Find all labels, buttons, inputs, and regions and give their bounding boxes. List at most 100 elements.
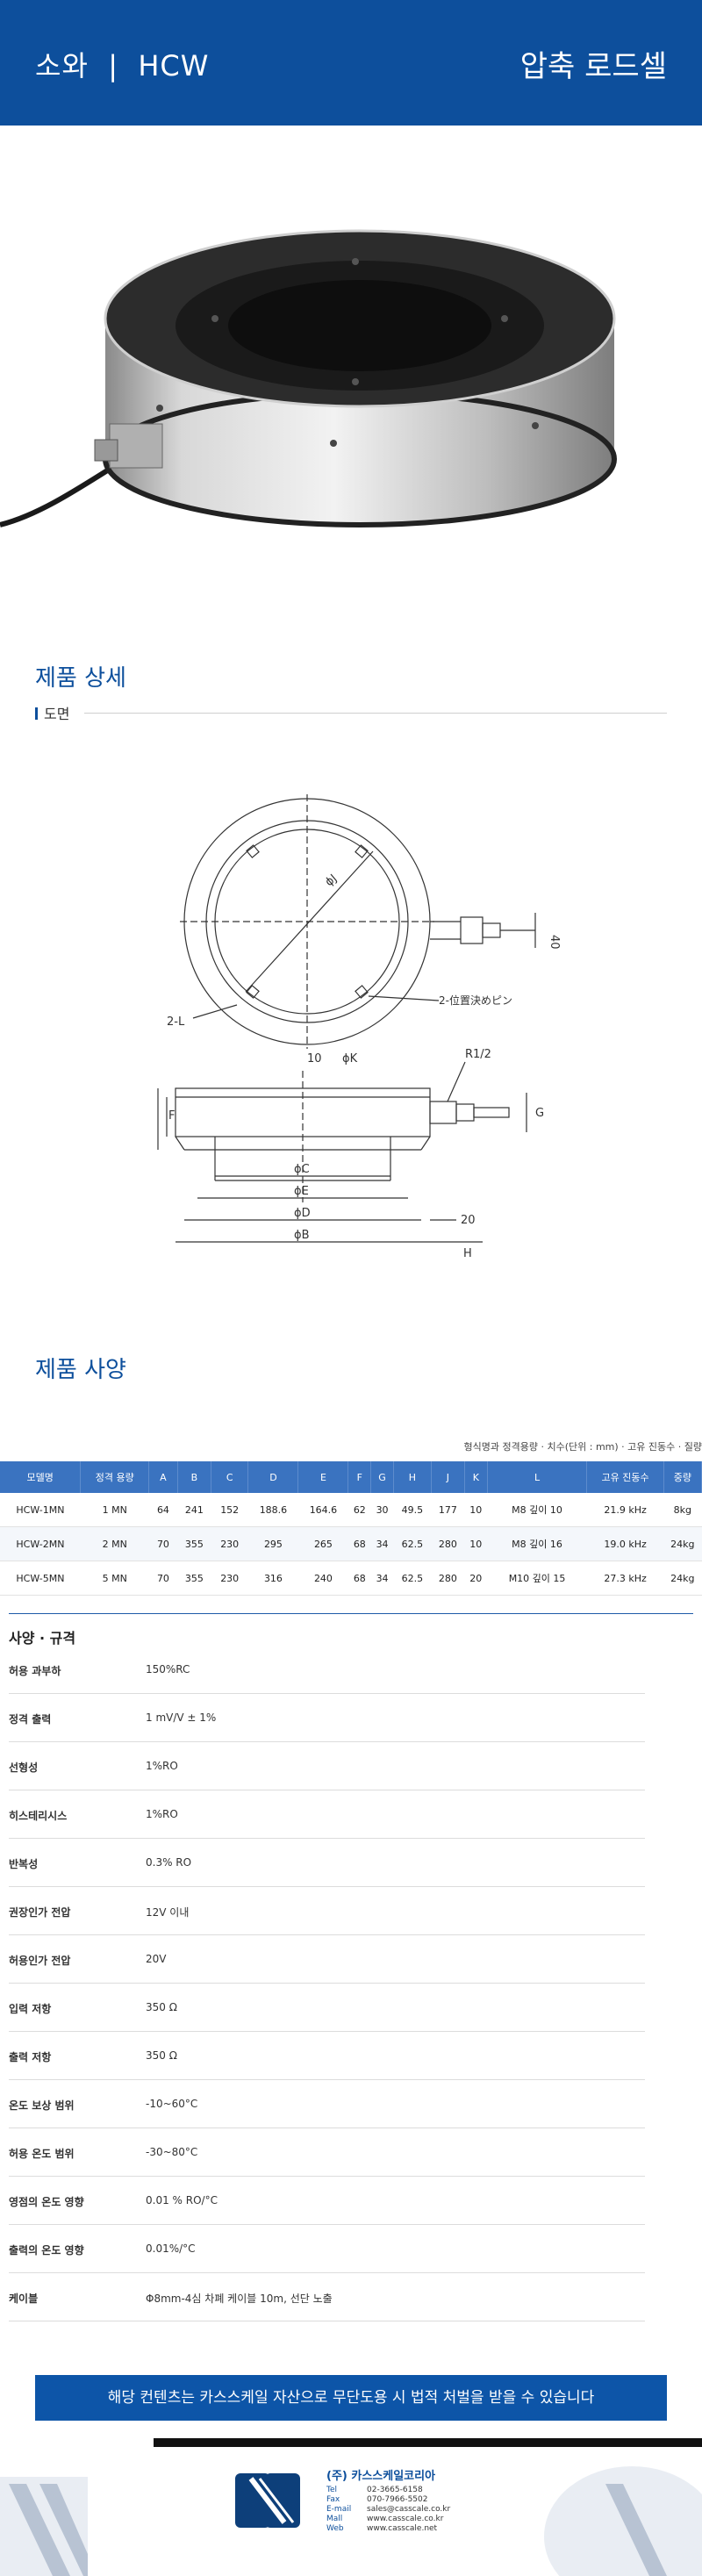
subheading-marker [35,707,38,720]
cell: 177 [431,1493,465,1527]
contact-value: 070-7966-5502 [367,2495,428,2504]
col-header: L [487,1461,588,1493]
contact-value[interactable]: www.casscale.net [367,2524,438,2533]
spec-key: 케이블 [9,2293,39,2305]
spec-row: 반복성 0.3% RO [9,1839,645,1887]
company-name: (주) 카스스케일코리아 [326,2470,436,2483]
spec-key: 반복성 [9,1858,39,1870]
table-row: HCW-5MN 5 MN 70 355 230 316 240 68 34 62… [0,1561,702,1596]
dim-label-r: R1/2 [465,1048,491,1061]
col-header: G [370,1461,394,1493]
col-header: 정격 용량 [80,1461,150,1493]
col-header: H [393,1461,432,1493]
contact-key: Fax [326,2495,340,2504]
dim-label-20: 20 [461,1214,476,1227]
spec-key: 온도 보상 범위 [9,2099,75,2112]
cell: 10 [464,1493,488,1527]
cell: HCW-5MN [0,1561,81,1596]
spec-heading: 사양 · 규격 [9,1630,76,1647]
spec-key: 권장인가 전압 [9,1906,71,1919]
section-title-detail: 제품 상세 [35,665,126,692]
spec-table-caption: 형식명과 정격용량 · 치수(단위 : mm) · 고유 진동수 · 질량 [463,1441,702,1453]
cell: 10 [464,1526,488,1561]
spec-key: 입력 저항 [9,2003,52,2015]
subheading-rule [84,713,667,714]
dim-label-h: H [463,1247,472,1260]
col-header: E [297,1461,349,1493]
cell: 19.0 kHz [586,1526,664,1561]
contact-value[interactable]: sales@casscale.co.kr [367,2505,451,2514]
contact-row: Web www.casscale.net [326,2524,450,2534]
spec-key: 허용 과부하 [9,1665,61,1677]
spec-value: 1 mV/V ± 1% [146,1711,217,1724]
cell: 24kg [663,1561,702,1596]
cell: 68 [347,1526,371,1561]
cell: 265 [297,1526,348,1561]
spec-value: Φ8mm-4심 차폐 케이블 10m, 선단 노출 [146,2293,333,2305]
cell: 5 MN [80,1561,149,1596]
section-title-spec: 제품 사양 [35,1357,126,1383]
cell: 62 [347,1493,371,1527]
drawing-subheading: 도면 [35,702,667,723]
cell: 295 [247,1526,298,1561]
product-photo [0,126,702,617]
spec-value: 1%RO [146,1760,178,1772]
col-header: 중량 [663,1461,702,1493]
cell: 49.5 [393,1493,432,1527]
col-header: J [431,1461,465,1493]
col-header: A [148,1461,178,1493]
spec-value: 20V [146,1953,167,1965]
contact-key: Web [326,2524,344,2533]
spec-row: 케이블 Φ8mm-4심 차폐 케이블 10m, 선단 노출 [9,2273,645,2321]
dimension-table: 모델명 정격 용량 A B C D E F G H J K L 고유 진동수 중… [0,1461,702,1596]
contact-key: Mall [326,2515,343,2523]
cell: 230 [211,1561,248,1596]
spec-value: 0.3% RO [146,1856,192,1869]
spec-key: 정격 출력 [9,1713,52,1726]
spec-value: 0.01 % RO/°C [146,2194,218,2206]
spec-row: 선형성 1%RO [9,1742,645,1790]
contact-row: Fax 070-7966-5502 [326,2495,450,2505]
col-header: K [464,1461,488,1493]
page-header: 소와 | HCW 압축 로드셀 [0,0,702,126]
company-logo [235,2468,300,2533]
col-header: F [347,1461,372,1493]
table-row: HCW-2MN 2 MN 70 355 230 295 265 68 34 62… [0,1526,702,1561]
dim-label-two-l: 2-L [167,1015,185,1029]
dim-label-f: F [168,1109,175,1123]
spec-key: 영점의 온도 영향 [9,2196,84,2208]
contact-value[interactable]: www.casscale.co.kr [367,2515,444,2523]
cell: 70 [148,1561,178,1596]
cell: 64 [148,1493,178,1527]
spec-key: 출력의 온도 영향 [9,2244,84,2257]
col-header: 고유 진동수 [586,1461,664,1493]
spec-value: 0.01%/°C [146,2242,196,2255]
cell: 188.6 [247,1493,298,1527]
spec-key: 히스테리시스 [9,1810,68,1822]
table-header-row: 모델명 정격 용량 A B C D E F G H J K L 고유 진동수 중… [0,1461,702,1493]
cell: 355 [177,1561,211,1596]
spec-divider [9,1613,693,1614]
cell: 152 [211,1493,248,1527]
contact-row: Mall www.casscale.co.kr [326,2515,450,2524]
spec-row: 온도 보상 범위-10~60°C [9,2080,645,2128]
col-header: 모델명 [0,1461,82,1493]
spec-row: 출력의 온도 영향 0.01%/°C [9,2225,645,2273]
spec-row: 정격 출력 1 mV/V ± 1% [9,1694,645,1742]
cell: 2 MN [80,1526,149,1561]
table-row: HCW-1MN 1 MN 64 241 152 188.6 164.6 62 3… [0,1493,702,1527]
cell: 280 [431,1526,465,1561]
spec-key: 출력 저항 [9,2051,52,2063]
dim-label-g: G [535,1107,544,1120]
cell: HCW-1MN [0,1493,81,1527]
spec-key: 선형성 [9,1762,39,1774]
cell: 21.9 kHz [586,1493,664,1527]
cell: 62.5 [393,1526,432,1561]
cell: 316 [247,1561,298,1596]
spec-row: 허용 온도 범위-30~80°C [9,2128,645,2177]
